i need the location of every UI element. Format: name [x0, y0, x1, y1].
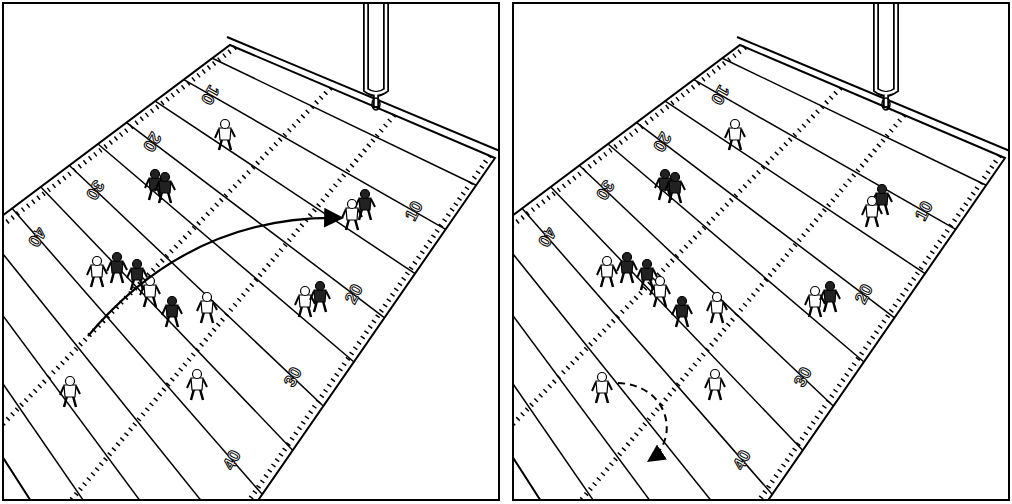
- left-panel: [0, 0, 500, 504]
- offense-player: [187, 370, 207, 401]
- yard-number: 10: [198, 83, 222, 108]
- offense-player: [295, 287, 315, 318]
- yard-number: 20: [140, 130, 164, 155]
- yard-number: 40: [220, 448, 244, 473]
- offense-player: [597, 257, 617, 288]
- defense-player: [162, 297, 182, 328]
- panel-frame: [513, 3, 1009, 500]
- offense-player: [342, 200, 362, 231]
- yard-number: 30: [281, 365, 305, 390]
- pass-arrow: [88, 218, 340, 336]
- offense-player: [650, 277, 670, 308]
- yard-number: 10: [402, 199, 426, 224]
- defense-player: [672, 297, 692, 328]
- panel-frame: [3, 3, 499, 500]
- defense-player: [155, 173, 175, 204]
- offense-player: [805, 287, 825, 318]
- yard-number: 30: [83, 178, 107, 203]
- field-copy: [408, 0, 1010, 504]
- defense-player: [310, 282, 330, 313]
- defense-player: [665, 173, 685, 204]
- scramble-arrow: [618, 383, 667, 460]
- yard-number: 30: [593, 178, 617, 203]
- yard-number: 10: [708, 83, 732, 108]
- yard-number: 20: [650, 130, 674, 155]
- yard-number: 20: [852, 282, 876, 307]
- offense-player: [197, 293, 217, 324]
- offense-player: [215, 120, 235, 151]
- yard-number: 40: [25, 225, 49, 250]
- defense-player: [617, 253, 637, 284]
- defense-player: [355, 190, 375, 221]
- offense-player: [707, 293, 727, 324]
- yard-number: 30: [791, 365, 815, 390]
- offense-player: [705, 370, 725, 401]
- right-panel: [408, 0, 1010, 504]
- quarterback: [592, 373, 612, 404]
- yard-number: 40: [730, 448, 754, 473]
- quarterback: [60, 377, 80, 408]
- offense-player: [725, 120, 745, 151]
- yard-number: 10: [912, 199, 936, 224]
- yard-number: 40: [535, 225, 559, 250]
- offense-player: [862, 197, 882, 228]
- defense-player: [107, 253, 127, 284]
- field-copy: [0, 0, 500, 504]
- defense-player: [820, 282, 840, 313]
- yard-number: 20: [342, 282, 366, 307]
- offense-player: [87, 257, 107, 288]
